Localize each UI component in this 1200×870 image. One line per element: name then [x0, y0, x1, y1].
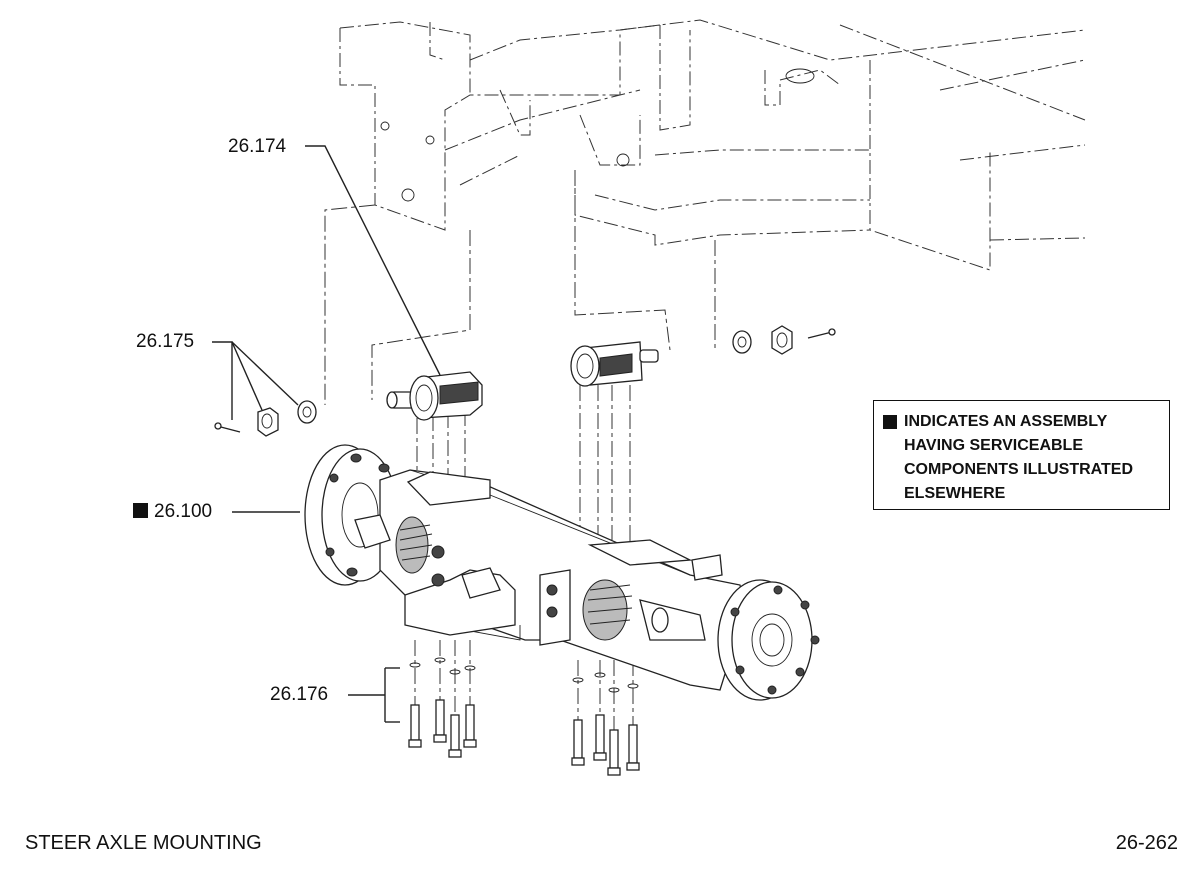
- callout-26-174: 26.174: [228, 136, 287, 157]
- hardware-left: [214, 400, 317, 437]
- callout-26-100-label: 26.100: [154, 501, 213, 522]
- assembly-legend-text: INDICATES AN ASSEMBLY HAVING SERVICEABLE…: [904, 413, 1134, 502]
- pivot-bushing-left: [386, 371, 483, 421]
- callout-26-100: 26.100: [133, 501, 212, 523]
- assembly-legend-note: INDICATES AN ASSEMBLY HAVING SERVICEABLE…: [873, 400, 1170, 510]
- leader-lines: [212, 145, 441, 723]
- callout-26-176: 26.176: [270, 684, 329, 705]
- callout-26-175: 26.175: [136, 331, 195, 352]
- page-number: 26-262: [1115, 832, 1178, 854]
- steer-axle-assembly: [304, 444, 820, 701]
- chassis-frame-phantom: [339, 19, 1086, 271]
- page-title: STEER AXLE MOUNTING: [25, 832, 262, 854]
- assembly-marker-icon: [883, 415, 897, 429]
- pivot-bushing-right: [570, 341, 659, 387]
- assembly-marker-icon: [133, 503, 148, 518]
- mounting-bolts: [408, 657, 640, 776]
- hardware-right: [732, 325, 836, 355]
